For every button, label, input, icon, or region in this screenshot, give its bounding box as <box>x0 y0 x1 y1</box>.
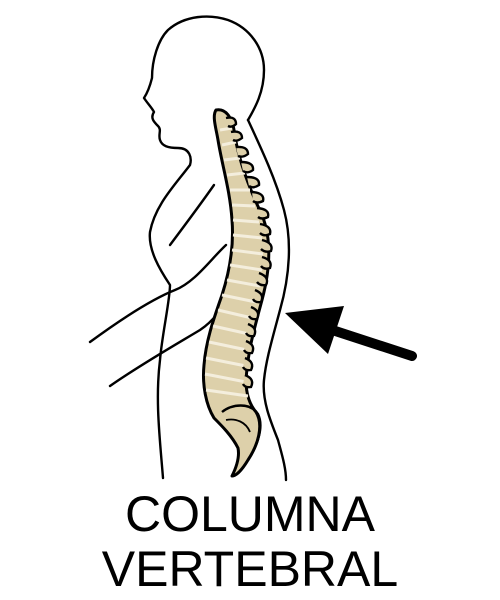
body-back-outline <box>246 118 291 482</box>
sacrum <box>221 404 262 478</box>
spine-illustration <box>88 15 417 482</box>
arm-upper-edge <box>88 243 228 344</box>
sacrum-inner <box>225 418 251 433</box>
spinous-processes <box>225 116 273 389</box>
body-front-outline <box>142 15 266 480</box>
spine <box>202 108 273 478</box>
caption-line-1: COLUMNA <box>124 486 376 542</box>
arrow-pointing-left-icon <box>285 306 417 361</box>
vertebra-lines <box>204 126 264 398</box>
caption-line-2: VERTEBRAL <box>101 541 399 597</box>
body-outline <box>88 15 291 482</box>
shoulder-line <box>168 183 216 247</box>
